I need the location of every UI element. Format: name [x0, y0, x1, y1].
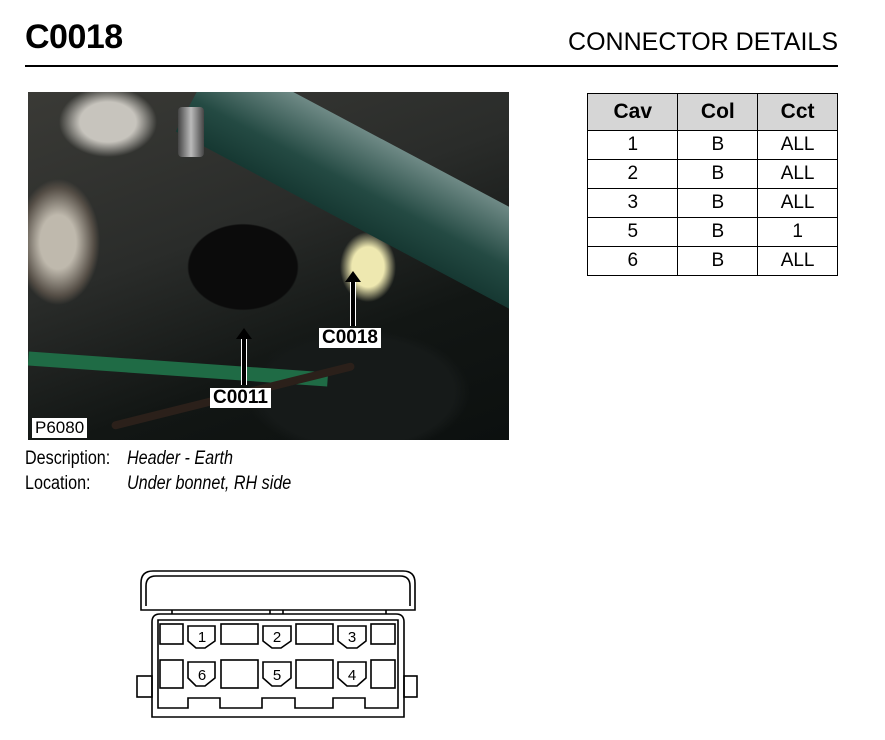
- arrow-c0018: [345, 271, 361, 326]
- cell-cav: 5: [586, 217, 679, 247]
- cell-col: B: [677, 159, 759, 189]
- cell-cct: ALL: [757, 130, 838, 160]
- cell-cav: 2: [586, 159, 679, 189]
- location-label: Location:: [25, 473, 91, 494]
- pin-label-3: 3: [348, 629, 356, 646]
- pin-cavities: [187, 625, 367, 687]
- cell-col: B: [677, 217, 759, 247]
- cell-cav: 6: [586, 246, 679, 276]
- cavity-blanks: [159, 623, 396, 689]
- arrow-c0011: [236, 328, 252, 385]
- pin-label-5: 5: [273, 667, 281, 684]
- pin-label-2: 2: [273, 629, 281, 646]
- photo-bolt: [178, 107, 204, 157]
- cell-cct: 1: [757, 217, 838, 247]
- photo-bonnet: [175, 92, 509, 310]
- connector-id-title: C0018: [25, 18, 123, 56]
- cell-cav: 1: [586, 130, 679, 160]
- cell-cct: ALL: [757, 246, 838, 276]
- section-heading: CONNECTOR DETAILS: [568, 28, 838, 56]
- cell-col: B: [677, 130, 759, 160]
- cell-col: B: [677, 246, 759, 276]
- col-header-cct: Cct: [757, 93, 838, 131]
- cell-cct: ALL: [757, 159, 838, 189]
- cell-cav: 3: [586, 188, 679, 218]
- pin-label-6: 6: [198, 667, 206, 684]
- photo-id-label: P6080: [32, 418, 88, 438]
- description-line: Description: Header - Earth: [25, 448, 233, 470]
- connector-cap: [140, 570, 416, 614]
- callout-c0011: C0011: [210, 388, 271, 408]
- location-value: Under bonnet, RH side: [127, 473, 292, 494]
- connector-location-photo: C0018 C0011 P6080: [28, 92, 509, 440]
- pin-label-4: 4: [348, 667, 356, 684]
- pin-label-1: 1: [198, 629, 206, 646]
- header-divider: [25, 65, 838, 67]
- cell-col: B: [677, 188, 759, 218]
- description-label: Description:: [25, 448, 111, 469]
- location-line: Location: Under bonnet, RH side: [25, 473, 291, 495]
- col-header-cav: Cav: [586, 93, 679, 131]
- callout-c0018: C0018: [319, 328, 381, 348]
- connector-body: [136, 613, 418, 718]
- col-header-col: Col: [677, 93, 759, 131]
- cell-cct: ALL: [757, 188, 838, 218]
- description-value: Header - Earth: [127, 448, 233, 469]
- connector-face-diagram: 1 2 3 6 5 4: [136, 570, 418, 718]
